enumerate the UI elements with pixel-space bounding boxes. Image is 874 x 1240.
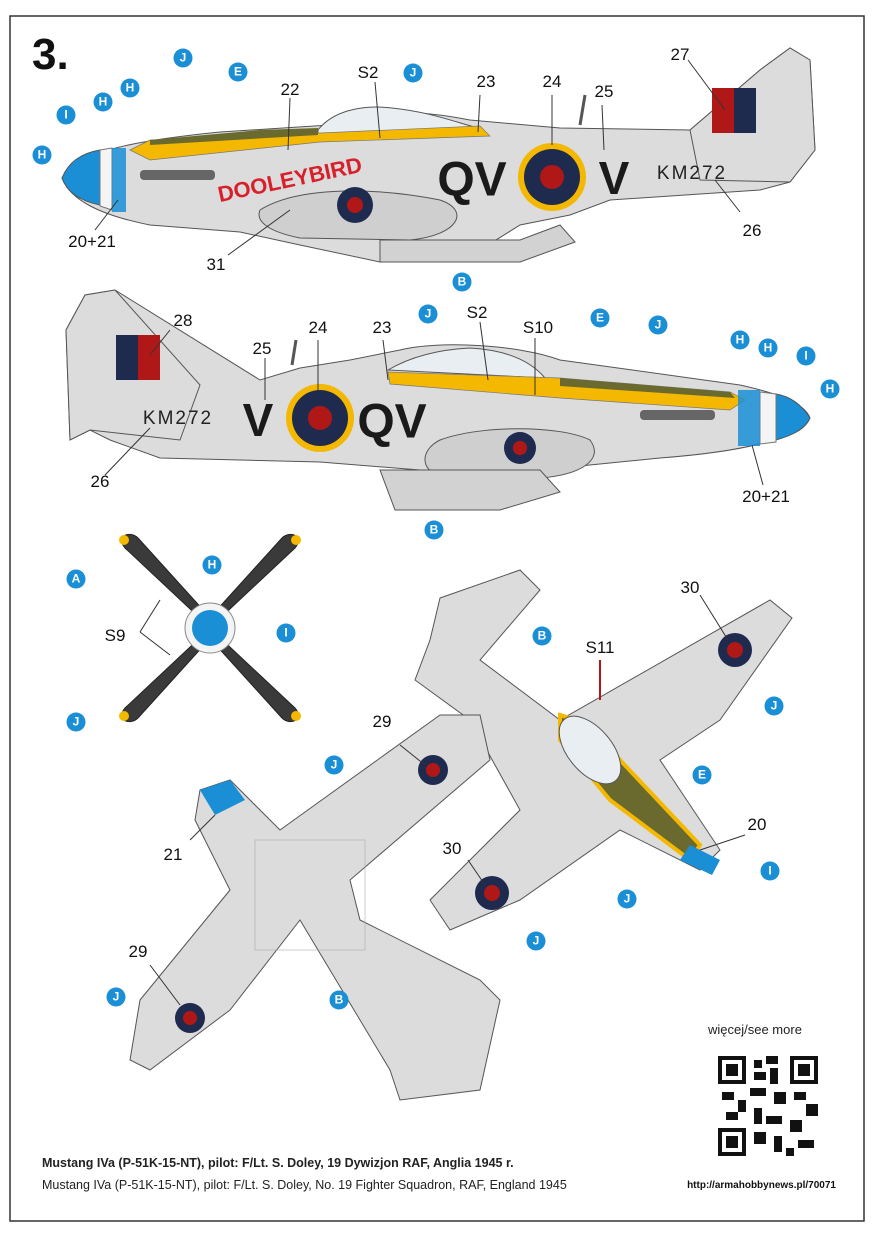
color-key-e: E <box>228 62 248 82</box>
color-key-i: I <box>276 623 296 643</box>
callout-30-bottom: 30 <box>442 839 462 858</box>
color-key-h: H <box>120 78 140 98</box>
color-key-i: I <box>796 346 816 366</box>
code-letters-right: QV <box>357 395 427 449</box>
see-more-label: więcej/see more <box>708 1022 802 1037</box>
color-key-j: J <box>403 63 423 83</box>
callout-s2-bottom: S2 <box>466 303 488 322</box>
serial-right: KM272 <box>142 408 214 429</box>
callout-20-21-bottom: 20+21 <box>742 487 790 506</box>
code-letters-left: QV <box>437 153 507 207</box>
color-key-e: E <box>692 765 712 785</box>
side-view-right <box>65 289 811 511</box>
callout-29-bottom: 29 <box>128 942 148 961</box>
callout-30-top: 30 <box>680 578 700 597</box>
color-key-h: H <box>758 338 778 358</box>
callout-23-bottom: 23 <box>372 318 392 337</box>
callout-s10: S10 <box>522 318 554 337</box>
page-border <box>9 15 865 1222</box>
color-key-j: J <box>418 304 438 324</box>
plate-number: 3. <box>32 30 69 79</box>
color-key-b: B <box>452 272 472 292</box>
color-key-h: H <box>93 92 113 112</box>
caption-english: Mustang IVa (P-51K-15-NT), pilot: F/Lt. … <box>42 1178 567 1192</box>
color-key-h: H <box>202 555 222 575</box>
color-key-j: J <box>66 712 86 732</box>
callout-23-top: 23 <box>476 72 496 91</box>
color-key-a: A <box>66 569 86 589</box>
callout-21: 21 <box>163 845 183 864</box>
color-key-j: J <box>526 931 546 951</box>
color-key-h: H <box>820 379 840 399</box>
qr-code[interactable] <box>718 1056 818 1156</box>
callout-24-bottom: 24 <box>308 318 328 337</box>
callout-20-21-top: 20+21 <box>68 232 116 251</box>
color-key-b: B <box>532 626 552 646</box>
callout-s11: S11 <box>585 638 615 657</box>
callout-29-top: 29 <box>372 712 392 731</box>
callout-28: 28 <box>173 311 193 330</box>
callout-25-bottom: 25 <box>252 339 272 358</box>
individual-letter-left: V <box>598 152 630 204</box>
propeller-view <box>119 533 301 723</box>
callout-22: 22 <box>280 80 300 99</box>
color-key-j: J <box>764 696 784 716</box>
color-key-e: E <box>590 308 610 328</box>
color-key-b: B <box>329 990 349 1010</box>
callout-27: 27 <box>670 45 690 64</box>
top-view <box>414 569 793 931</box>
bottom-view <box>129 714 501 1101</box>
callout-31: 31 <box>206 255 226 274</box>
callout-s2-top: S2 <box>357 63 379 82</box>
more-info-link[interactable]: http://armahobbynews.pl/70071 <box>687 1180 836 1191</box>
callout-24-top: 24 <box>542 72 562 91</box>
color-key-j: J <box>106 987 126 1007</box>
individual-letter-right: V <box>242 394 274 446</box>
color-key-j: J <box>648 315 668 335</box>
side-view-left <box>61 47 816 263</box>
color-key-h: H <box>730 330 750 350</box>
serial-left: KM272 <box>656 163 728 184</box>
color-key-j: J <box>173 48 193 68</box>
color-key-j: J <box>324 755 344 775</box>
color-key-b: B <box>424 520 444 540</box>
callout-26-bottom: 26 <box>90 472 110 491</box>
callout-25-top: 25 <box>594 82 614 101</box>
callout-26-top: 26 <box>742 221 762 240</box>
caption-polish: Mustang IVa (P-51K-15-NT), pilot: F/Lt. … <box>42 1156 514 1170</box>
color-key-j: J <box>617 889 637 909</box>
color-key-h: H <box>32 145 52 165</box>
callout-s9: S9 <box>104 626 126 645</box>
color-key-i: I <box>56 105 76 125</box>
color-key-i: I <box>760 861 780 881</box>
callout-20: 20 <box>747 815 767 834</box>
